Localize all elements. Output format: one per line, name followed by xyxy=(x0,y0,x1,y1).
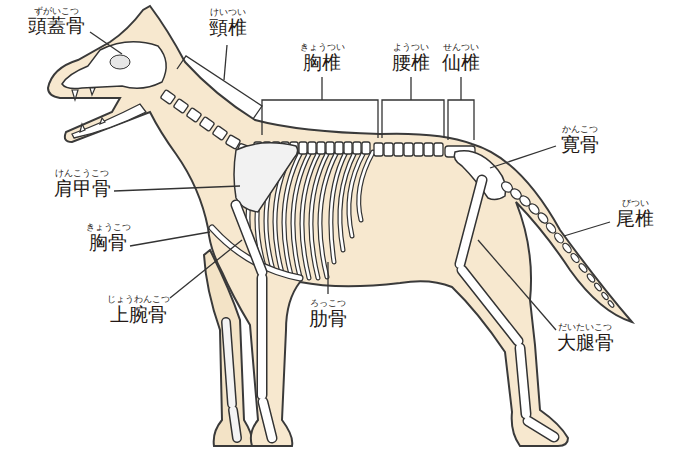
vertebrae xyxy=(160,89,475,157)
leader-lines xyxy=(90,32,610,330)
dog-silhouette xyxy=(48,6,632,446)
bone-label: 肋骨 xyxy=(309,308,347,330)
far-leg-bones xyxy=(226,322,237,438)
jaw-bone xyxy=(72,104,146,138)
furigana-reading: けいつい xyxy=(210,7,246,17)
eye-socket xyxy=(110,55,130,69)
bone-label: 仙椎 xyxy=(442,52,480,74)
furigana-reading: けんこうこつ xyxy=(55,168,109,178)
bone-label: 胸椎 xyxy=(303,52,341,74)
furigana-reading: せんつい xyxy=(443,42,479,52)
furigana-reading: ようつい xyxy=(393,42,429,52)
bone-label: 腰椎 xyxy=(392,52,430,74)
teeth xyxy=(72,88,105,132)
bone-label: 胸骨 xyxy=(89,232,127,254)
furigana-reading: かんこつ xyxy=(562,124,598,134)
limb-bones xyxy=(236,180,554,438)
bone-label: 肩甲骨 xyxy=(54,178,111,200)
furigana-reading: だいたいこつ xyxy=(558,322,612,332)
bone-label: 尾椎 xyxy=(616,208,654,230)
bone-label: 頭蓋骨 xyxy=(28,15,85,37)
scapula-bone xyxy=(234,143,298,212)
bone-label: 上腕骨 xyxy=(110,304,167,326)
bone-label: 大腿骨 xyxy=(557,332,614,354)
bone-label: 寛骨 xyxy=(561,134,599,156)
furigana-reading: きょうこつ xyxy=(86,222,131,232)
furigana-reading: ろっこつ xyxy=(310,298,346,308)
tail-vertebrae xyxy=(500,180,615,308)
furigana-reading: びつい xyxy=(622,198,649,208)
bone-label: 頸椎 xyxy=(209,17,247,39)
furigana-reading: じょうわんこつ xyxy=(107,294,170,304)
furigana-reading: きょうつい xyxy=(300,42,345,52)
